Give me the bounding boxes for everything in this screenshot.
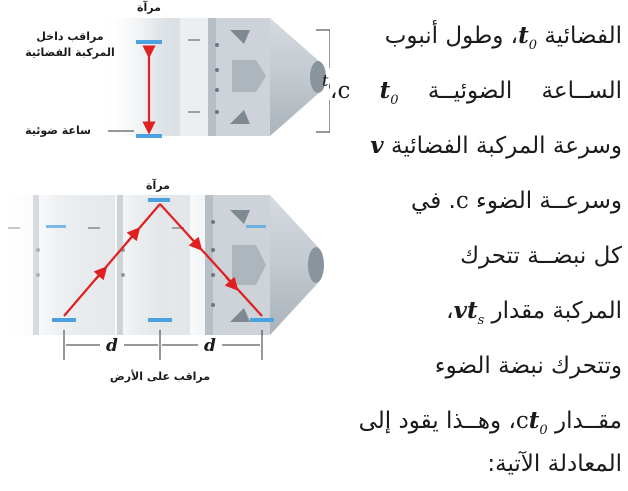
math-t0: t0: [518, 22, 538, 53]
bottom-mirror-low-1: [52, 318, 76, 322]
figure-svg: t0 مرآة مراقب داخل المركبة الفضائية ساعة…: [0, 0, 346, 383]
text-line-6: المركبة مقدار vts،: [446, 297, 622, 328]
bottom-mirror-top-2: [148, 198, 170, 202]
text-line-3: وسرعة المركبة الفضائية v: [370, 126, 622, 166]
text-line-5: كل نبضــة تتحرك: [460, 243, 622, 269]
top-clock-lower-mirror: [136, 134, 162, 138]
top-spaceship: [100, 18, 326, 136]
bottom-spaceships: [0, 195, 324, 335]
text-l2-a: الســاعة الضوئيــة: [427, 78, 622, 104]
observer-inside-label-line2: المركبة الفضائية: [25, 46, 115, 59]
text-line-9: المعادلة الآتية:: [487, 451, 622, 477]
math-v: v: [370, 132, 384, 159]
bottom-mirror-low-2: [148, 318, 172, 322]
top-mirror-label: مرآة: [137, 0, 161, 14]
math-c-t0: c t0: [337, 77, 399, 108]
bottom-mirror-top-3: [246, 225, 266, 228]
bottom-mirror-top-1: [46, 225, 66, 228]
text-line-1: الفضائية t0، وطول أنبوب: [385, 16, 622, 60]
text-l1-b: ، وطول أنبوب: [384, 23, 519, 49]
bottom-light-beam: [63, 203, 263, 317]
text-line-2: الســاعة الضوئيــة c t0،: [330, 77, 622, 108]
text-line-8: مقــدار ct0، وهــذا يقود إلى: [358, 407, 622, 438]
text-l6-a: المركبة مقدار: [491, 298, 622, 324]
light-clock-figure: t0 مرآة مراقب داخل المركبة الفضائية ساعة…: [0, 0, 346, 383]
math-c: c: [455, 188, 469, 214]
math-ct0: ct0: [515, 407, 548, 438]
text-l8-a: مقــدار: [554, 408, 622, 434]
observer-inside-label-line1: مراقب داخل: [36, 30, 103, 43]
bottom-mirror-low-3: [250, 318, 274, 322]
text-line-4: وسرعــة الضوء c. في: [411, 188, 622, 214]
text-line-7: وتتحرك نبضة الضوء: [434, 353, 622, 379]
math-vts: vts: [453, 297, 485, 328]
observer-earth-label: مراقب على الأرض: [110, 369, 210, 383]
text-l3-a: وسرعة المركبة الفضائية: [390, 133, 622, 159]
d-dimension: [63, 330, 263, 360]
light-clock-label: ساعة ضوئية: [25, 124, 91, 137]
d-left-label: d: [106, 336, 118, 356]
top-clock-upper-mirror: [136, 40, 162, 44]
t0-label: t0: [322, 71, 330, 93]
body-text: الفضائية t0، وطول أنبوب الســاعة الضوئيـ…: [330, 0, 622, 487]
text-l1-a: الفضائية: [544, 23, 622, 49]
d-right-label: d: [204, 336, 216, 356]
text-l4-a: وسرعــة الضوء: [476, 188, 622, 214]
bottom-mirror-label: مرآة: [146, 178, 170, 192]
